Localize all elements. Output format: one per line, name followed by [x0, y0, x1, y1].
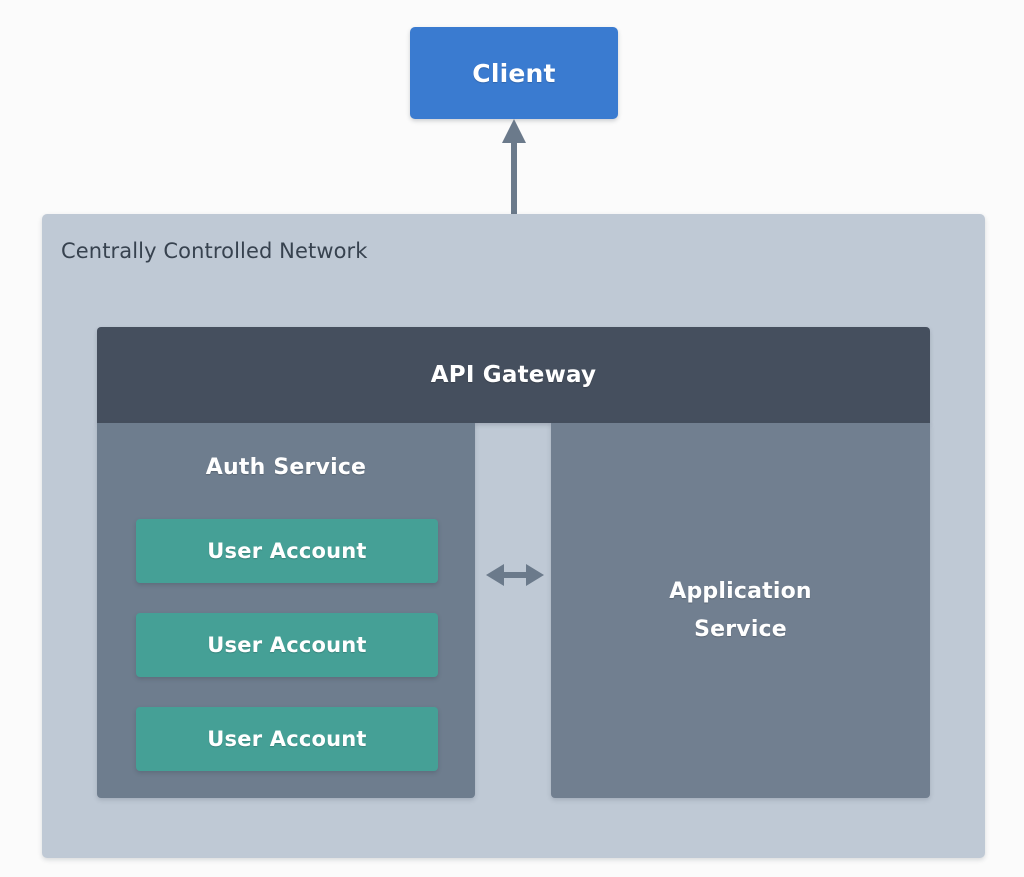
network-title: Centrally Controlled Network: [61, 239, 368, 263]
application-service-label: Application Service: [669, 578, 812, 642]
user-account-box[interactable]: User Account: [136, 613, 438, 677]
user-account-box[interactable]: User Account: [136, 707, 438, 771]
auth-service-label: Auth Service: [205, 455, 367, 480]
user-account-box[interactable]: User Account: [136, 519, 438, 583]
client-node[interactable]: Client: [410, 27, 618, 119]
application-service-node[interactable]: Application Service: [551, 423, 930, 798]
user-account-list: User Account User Account User Account: [136, 519, 438, 771]
api-gateway-node[interactable]: API Gateway: [97, 327, 930, 423]
user-account-label: User Account: [207, 727, 367, 751]
auth-service-node[interactable]: Auth Service User Account User Account U…: [97, 423, 475, 798]
api-gateway-label: API Gateway: [430, 362, 597, 388]
user-account-label: User Account: [207, 633, 367, 657]
client-label: Client: [472, 58, 556, 88]
user-account-label: User Account: [207, 539, 367, 563]
service-connector-arrow-icon: [486, 564, 544, 586]
